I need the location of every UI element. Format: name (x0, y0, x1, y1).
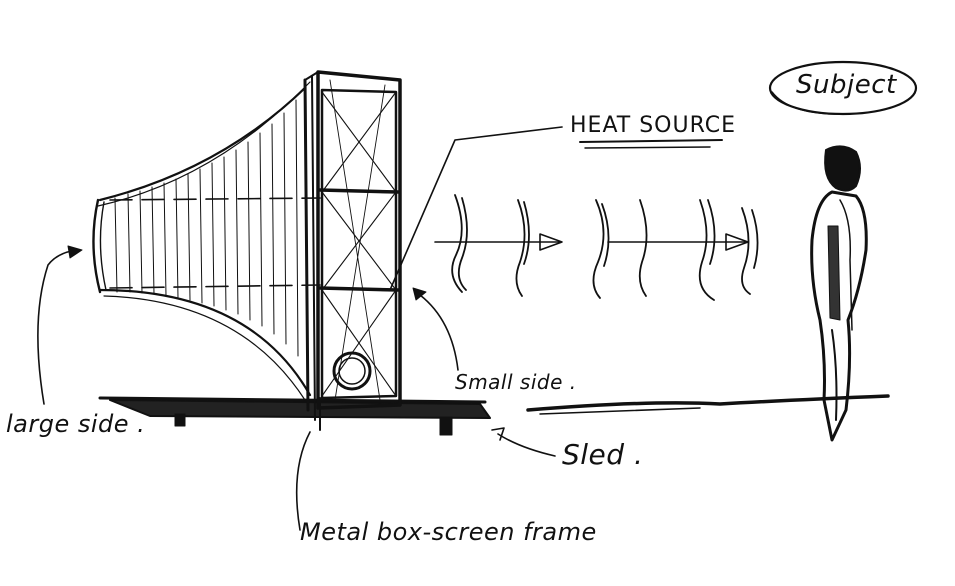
sled-arrowhead (491, 427, 505, 441)
heat-source-underline (579, 139, 723, 143)
subject-ellipse-overstroke (771, 91, 851, 115)
large-side-arrowhead (67, 245, 83, 259)
label-small-side: Small side . (455, 370, 577, 394)
heat-source-underline-2 (584, 146, 711, 149)
frame-leader (295, 431, 311, 531)
heat-source-leader (389, 126, 563, 291)
subject-figure (810, 145, 868, 442)
sled-leader (497, 433, 556, 457)
frame-box (303, 70, 402, 431)
horn-body (92, 81, 321, 401)
heat-waves (451, 194, 759, 301)
sled-base-top (98, 396, 487, 404)
label-frame: Metal box-screen frame (300, 518, 597, 546)
sled-foot-right (439, 416, 453, 436)
frame-hole (332, 351, 372, 391)
label-sled: Sled . (562, 438, 644, 471)
label-large-side: large side . (6, 410, 146, 438)
small-side-leader (419, 294, 459, 371)
small-side-arrowhead (412, 287, 427, 301)
label-heat-source: HEAT SOURCE (570, 113, 737, 138)
label-subject: Subject (796, 70, 897, 100)
ground-line-2 (539, 407, 701, 415)
large-side-leader (37, 249, 79, 405)
heat-arrows (434, 233, 749, 251)
sled-foot-left (174, 413, 186, 427)
ground-line (526, 394, 890, 412)
